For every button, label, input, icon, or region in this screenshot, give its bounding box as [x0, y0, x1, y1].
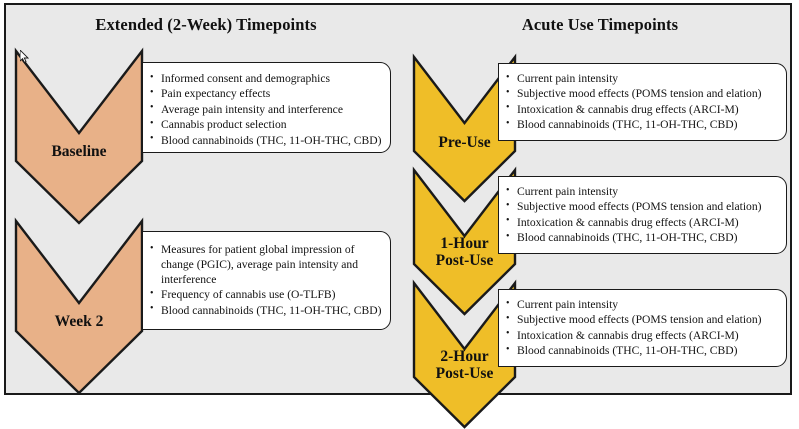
list-item: Current pain intensity — [506, 185, 778, 200]
list-item: Blood cannabinoids (THC, 11-OH-THC, CBD) — [506, 344, 778, 359]
list-item: Intoxication & cannabis drug effects (AR… — [506, 215, 778, 231]
list-item: Intoxication & cannabis drug effects (AR… — [506, 102, 778, 118]
column-title-extended: Extended (2-Week) Timepoints — [95, 15, 317, 34]
infobox-list-pre-use: Current pain intensity Subjective mood e… — [506, 72, 778, 133]
list-item: Intoxication & cannabis drug effects (AR… — [506, 328, 778, 344]
chevron-baseline: Baseline — [14, 47, 144, 225]
list-item: Average pain intensity and interference — [150, 102, 382, 118]
list-item: Subjective mood effects (POMS tension an… — [506, 87, 778, 102]
chevron-week2: Week 2 — [14, 217, 144, 395]
infobox-list-baseline: Informed consent and demographics Pain e… — [150, 72, 382, 148]
column-title-acute: Acute Use Timepoints — [521, 15, 679, 34]
list-item: Blood cannabinoids (THC, 11-OH-THC, CBD) — [506, 231, 778, 246]
infobox-2-hour-post-use: Current pain intensity Subjective mood e… — [498, 289, 787, 367]
list-item: Pain expectancy effects — [150, 87, 382, 102]
list-item: Measures for patient global impression o… — [150, 243, 382, 288]
list-item: Blood cannabinoids (THC, 11-OH-THC, CBD) — [150, 303, 382, 319]
infobox-week2: Measures for patient global impression o… — [142, 231, 391, 330]
list-item: Informed consent and demographics — [150, 72, 382, 87]
infobox-pre-use: Current pain intensity Subjective mood e… — [498, 63, 787, 141]
infobox-baseline: Informed consent and demographics Pain e… — [142, 62, 391, 153]
flow-diagram-figure: Extended (2-Week) Timepoints Acute Use T… — [0, 0, 799, 400]
list-item: Cannabis product selection — [150, 118, 382, 133]
list-item: Blood cannabinoids (THC, 11-OH-THC, CBD) — [506, 118, 778, 133]
diagram-panel: Extended (2-Week) Timepoints Acute Use T… — [4, 3, 792, 429]
list-item: Subjective mood effects (POMS tension an… — [506, 200, 778, 215]
infobox-1-hour-post-use: Current pain intensity Subjective mood e… — [498, 176, 787, 254]
list-item: Subjective mood effects (POMS tension an… — [506, 313, 778, 328]
list-item: Blood cannabinoids (THC, 11-OH-THC, CBD) — [150, 133, 382, 149]
infobox-list-week2: Measures for patient global impression o… — [150, 243, 382, 318]
infobox-list-1-hour-post-use: Current pain intensity Subjective mood e… — [506, 185, 778, 246]
list-item: Frequency of cannabis use (O-TLFB) — [150, 288, 382, 303]
list-item: Current pain intensity — [506, 298, 778, 313]
list-item: Current pain intensity — [506, 72, 778, 87]
infobox-list-2-hour-post-use: Current pain intensity Subjective mood e… — [506, 298, 778, 359]
